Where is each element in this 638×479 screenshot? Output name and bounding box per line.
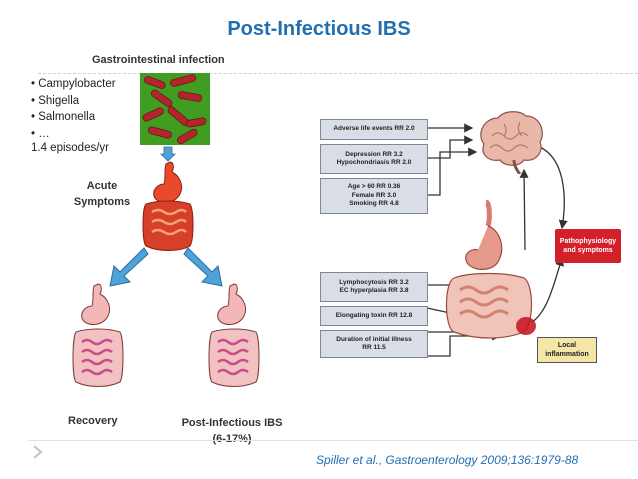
pathogen-list: • Campylobacter • Shigella • Salmonella … (31, 76, 116, 142)
risk-box-text: Duration of initial illness (336, 335, 412, 343)
pathogen-item: • … (31, 127, 50, 140)
risk-box-text: EC hyperplasia RR 3.8 (339, 287, 409, 294)
risk-box-toxin: Elongating toxin RR 12.8 (320, 306, 428, 326)
risk-box-text: Hypochondriasis RR 2.0 (336, 159, 412, 166)
pathogen-item: • Salmonella (31, 111, 96, 123)
risk-box-text: RR 11.5 (362, 344, 386, 351)
down-arrow-icon (160, 146, 176, 162)
episodes-text: 1.4 episodes/yr (31, 142, 109, 154)
diagonal-arrow-icon (109, 247, 149, 287)
bacteria-image (140, 73, 210, 145)
slide-chevron-icon (33, 445, 43, 459)
local-inflammation-box: Local inflammation (537, 337, 597, 363)
footer-divider (28, 440, 638, 441)
pathogen-item: • Shigella (31, 94, 80, 107)
risk-box-duration: Duration of initial illness RR 11.5 (320, 330, 428, 358)
acute-symptoms-label: Acute Symptoms (66, 178, 138, 210)
gi-tract-icon (445, 200, 536, 339)
local-inflammation-text: Local (557, 342, 577, 349)
diagonal-arrow-icon (183, 247, 223, 287)
post-infectious-line: Post-Infectious IBS (181, 417, 283, 429)
pathophysiology-box: Pathophysiology and symptoms (555, 229, 621, 263)
risk-box-text: Female RR 3.0 (351, 191, 397, 199)
acute-label-line: Acute (86, 180, 118, 192)
divider (38, 73, 638, 74)
brain-icon (480, 111, 543, 174)
pathophysiology-text: Pathophysiology (559, 238, 617, 245)
risk-box-adverse-life: Adverse life events RR 2.0 (320, 119, 428, 140)
pathogen-item: • Campylobacter (31, 78, 116, 90)
acute-label-line: Symptoms (73, 196, 131, 208)
risk-box-text: Elongating toxin RR 12.8 (335, 311, 413, 319)
post-infectious-line: (6-17%) (212, 433, 252, 445)
gi-infection-label: Gastrointestinal infection (92, 54, 225, 66)
citation: Spiller et al., Gastroenterology 2009;13… (316, 453, 579, 467)
stomach-intestine-icon (142, 161, 194, 251)
risk-box-text: Lymphocytosis RR 3.2 (339, 278, 409, 286)
risk-box-depression: Depression RR 3.2 Hypochondriasis RR 2.0 (320, 144, 428, 174)
risk-box-text: Age > 60 RR 0.36 (347, 183, 401, 191)
pathophysiology-text: and symptoms (563, 247, 613, 254)
local-inflammation-text: inflammation (545, 351, 589, 358)
post-infectious-label: Post-Infectious IBS (6-17%) (170, 415, 294, 447)
risk-box-text: Depression RR 3.2 (345, 150, 403, 158)
stomach-intestine-icon (72, 283, 124, 387)
risk-box-demographics: Age > 60 RR 0.36 Female RR 3.0 Smoking R… (320, 178, 428, 214)
recovery-label: Recovery (68, 415, 118, 427)
risk-box-text: Adverse life events RR 2.0 (333, 125, 415, 133)
risk-box-text: Smoking RR 4.8 (349, 200, 399, 208)
risk-box-lymphocytosis: Lymphocytosis RR 3.2 EC hyperplasia RR 3… (320, 272, 428, 302)
stomach-intestine-icon (208, 283, 260, 387)
page-title: Post-Infectious IBS (227, 18, 411, 40)
